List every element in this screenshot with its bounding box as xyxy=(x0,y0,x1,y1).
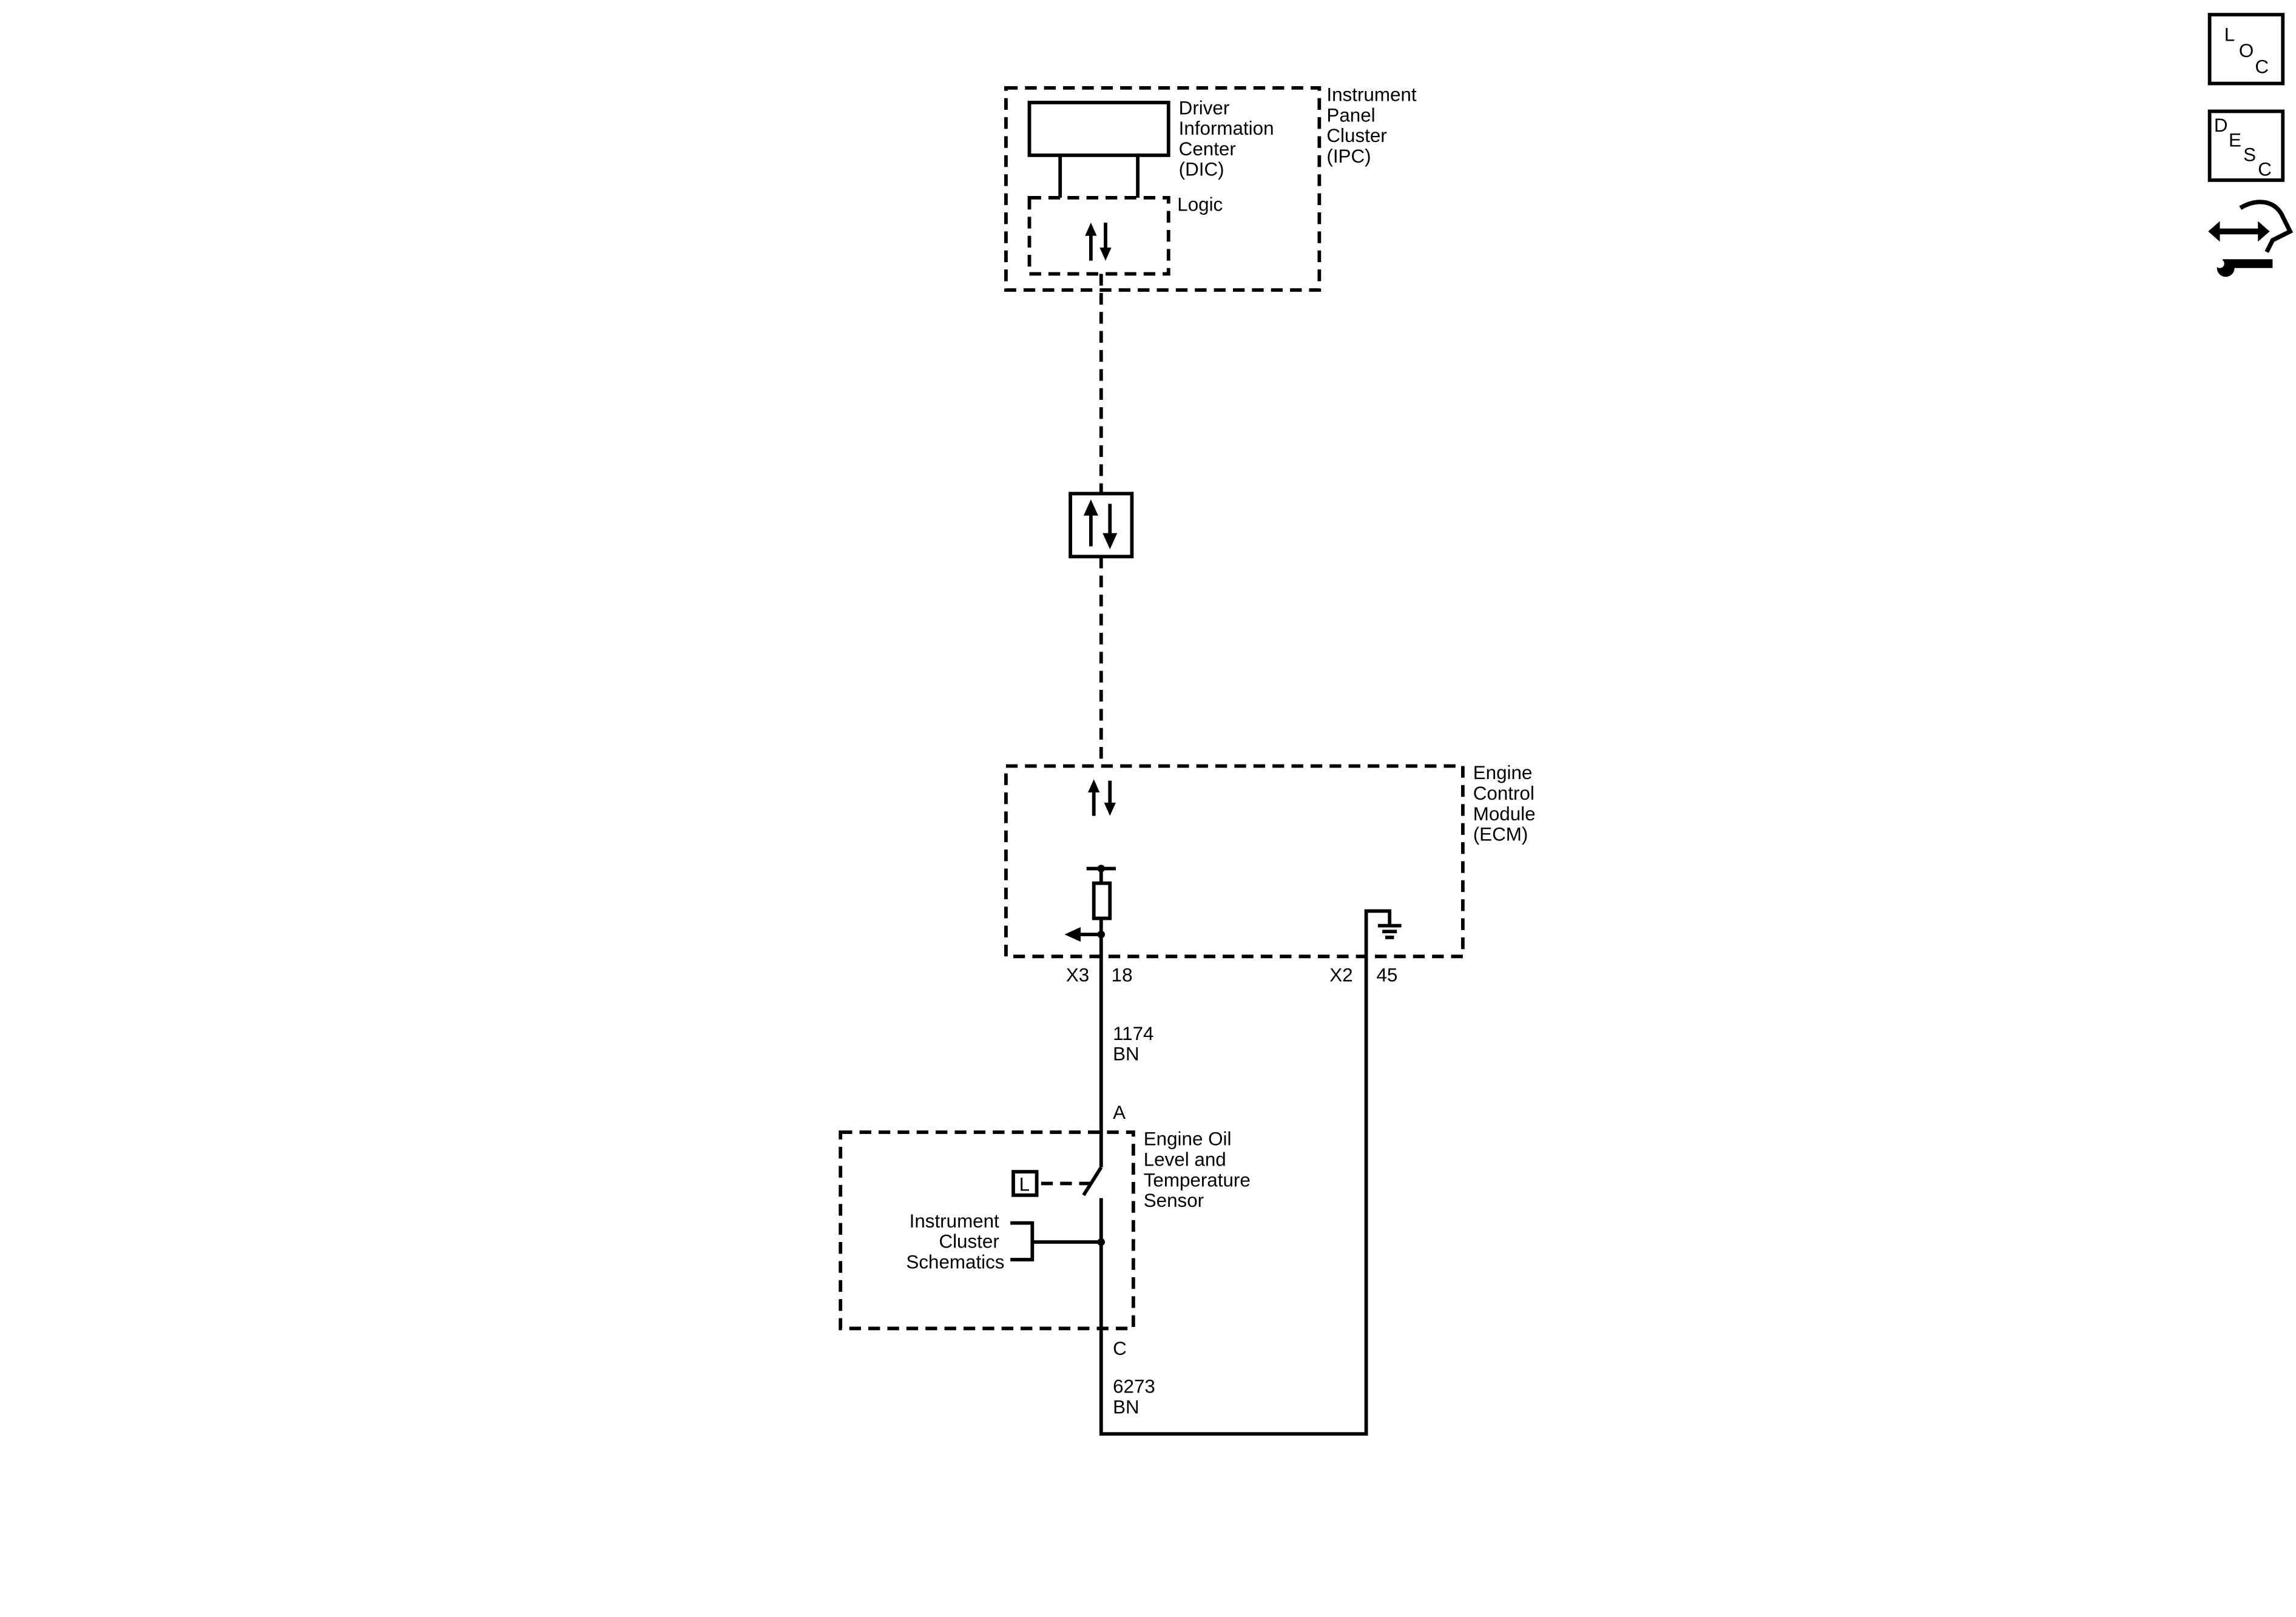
ipc-label-line: Cluster xyxy=(1326,125,1386,146)
ecm-module: Engine Control Module (ECM) xyxy=(1004,762,1541,959)
sensor-pin-c: C xyxy=(1113,1338,1127,1359)
reference-line: Cluster xyxy=(939,1231,999,1252)
logic-box xyxy=(1027,195,1170,276)
ipc-label-line: Panel xyxy=(1326,104,1375,126)
sensor-pin-a: A xyxy=(1113,1102,1126,1123)
loc-letter: O xyxy=(2239,40,2254,61)
ecm-label-line: Module xyxy=(1473,803,1536,825)
desc-letter: E xyxy=(2229,129,2241,150)
ecm-bidirectional-arrow-icon xyxy=(1088,779,1116,816)
desc-letter: S xyxy=(2243,144,2256,166)
loc-letter: C xyxy=(2255,56,2269,78)
ecm-connector-x2: X2 xyxy=(1329,964,1352,985)
ipc-module: Instrument Panel Cluster (IPC) Driver In… xyxy=(1004,84,1422,292)
instrument-cluster-schematics-link[interactable]: Instrument Cluster Schematics xyxy=(906,1210,1004,1273)
wire-circuit-number: 6273 xyxy=(1113,1376,1155,1397)
wire-6273 xyxy=(1099,956,1368,1436)
sensor-label-line: Temperature xyxy=(1144,1169,1251,1190)
reference-line: Instrument xyxy=(910,1210,999,1232)
ecm-pin-45: 45 xyxy=(1376,964,1397,985)
sensor-label-line: Level and xyxy=(1144,1149,1226,1170)
sensor-label-line: Engine Oil xyxy=(1144,1129,1232,1150)
dic-label-line: Driver xyxy=(1179,97,1230,118)
loc-letter: L xyxy=(2224,24,2235,46)
dic-label-line: Information xyxy=(1179,118,1274,139)
ecm-label-line: (ECM) xyxy=(1473,824,1528,845)
connector-wrench-icon[interactable] xyxy=(2208,200,2294,277)
signal-arrow-icon xyxy=(1064,927,1101,942)
ipc-boundary xyxy=(1004,86,1322,292)
wire-6273-label: 6273 BN xyxy=(1113,1376,1160,1418)
serial-data-icon xyxy=(1069,491,1134,559)
wire-1174-label: 1174 BN xyxy=(1113,1023,1159,1065)
ecm-pin-18: 18 xyxy=(1112,964,1133,985)
ground-icon xyxy=(1364,909,1402,957)
ecm-label-line: Control xyxy=(1473,783,1535,804)
wire-color: BN xyxy=(1113,1044,1140,1065)
ecm-connector-x3: X3 xyxy=(1066,964,1089,985)
desc-letter: C xyxy=(2258,159,2272,180)
dic-label: Driver Information Center (DIC) xyxy=(1179,97,1280,180)
reference-line: Schematics xyxy=(906,1251,1004,1272)
dic-label-line: Center xyxy=(1179,138,1236,160)
sensor-label: Engine Oil Level and Temperature Sensor xyxy=(1144,1129,1256,1211)
oil-level-temp-sensor: A C Engine Oil Level and Temperature Sen… xyxy=(839,1102,1256,1359)
pullup-resistor-icon xyxy=(1086,865,1116,939)
description-icon[interactable]: D E S C xyxy=(2207,109,2285,182)
level-marker-text: L xyxy=(1019,1174,1030,1195)
location-icon[interactable]: L O C xyxy=(2207,13,2285,86)
wire-color: BN xyxy=(1113,1396,1140,1417)
ipc-label: Instrument Panel Cluster (IPC) xyxy=(1326,84,1422,167)
logic-label: Logic xyxy=(1177,194,1223,215)
sensor-boundary xyxy=(839,1130,1135,1331)
ecm-label-line: Engine xyxy=(1473,762,1533,783)
bidirectional-arrow-icon xyxy=(1085,222,1112,261)
ipc-label-line: Instrument xyxy=(1326,84,1416,106)
sensor-switch-icon xyxy=(1082,1166,1103,1197)
ecm-boundary xyxy=(1004,764,1465,959)
ecm-label: Engine Control Module (ECM) xyxy=(1473,762,1541,845)
level-marker: L xyxy=(1011,1170,1039,1197)
dic-display xyxy=(1027,101,1170,157)
ipc-label-line: (IPC) xyxy=(1326,146,1371,167)
desc-letter: D xyxy=(2214,115,2228,136)
dic-label-line: (DIC) xyxy=(1179,159,1224,180)
wire-circuit-number: 1174 xyxy=(1113,1023,1153,1044)
sensor-label-line: Sensor xyxy=(1144,1190,1204,1211)
